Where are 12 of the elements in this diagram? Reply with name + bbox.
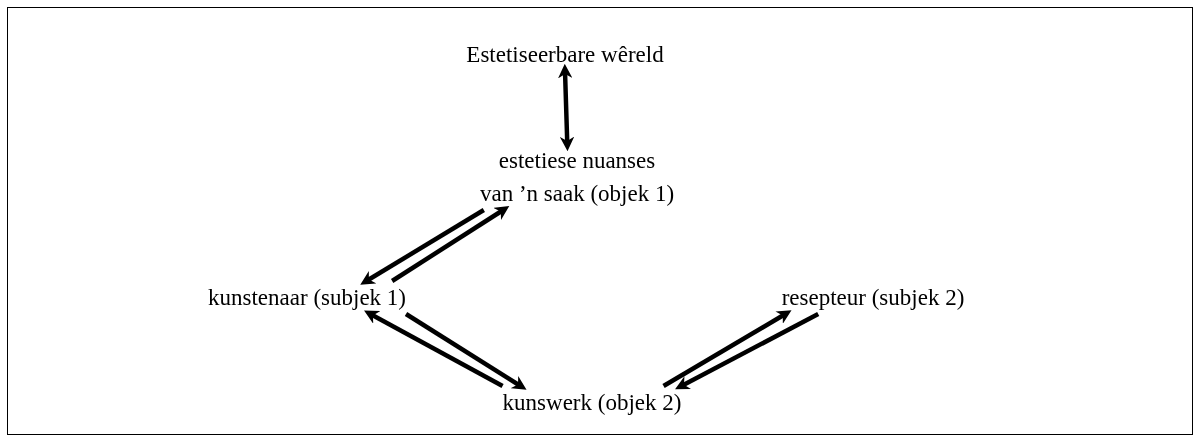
arrow xyxy=(390,206,510,283)
node-label: kunstenaar (subjek 1) xyxy=(208,284,406,312)
arrow xyxy=(675,312,820,390)
arrow xyxy=(364,310,504,388)
arrow xyxy=(360,208,485,285)
node-label: resepteur (subjek 2) xyxy=(781,284,965,312)
arrow xyxy=(558,63,575,152)
arrow xyxy=(662,310,792,388)
arrow xyxy=(404,312,527,390)
node-label: Estetiseerbare wêreld xyxy=(466,41,664,69)
node-label: estetiese nuanses van ’n saak (objek 1) xyxy=(479,147,675,208)
node-label: kunswerk (objek 2) xyxy=(502,389,682,417)
